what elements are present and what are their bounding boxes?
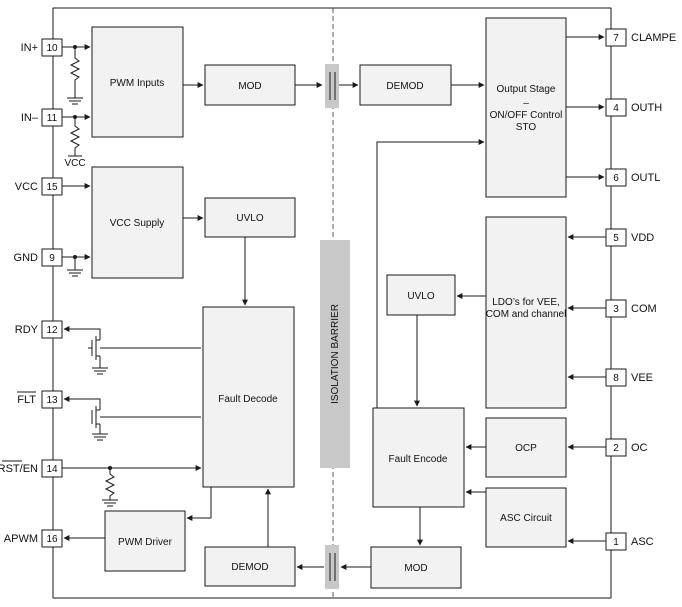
fault-encode-label: Fault Encode [389,454,448,465]
demod-top-block [359,64,452,106]
pin-apwm-label: APWM [4,533,38,545]
pin-gnd-number: 9 [49,253,55,264]
asc-circuit-block [485,487,567,548]
ldo-label-2: COM and channel [486,309,567,320]
bottom-coupler [325,545,339,589]
pin-oc-label: OC [631,442,648,454]
pin-clampe [605,28,627,47]
pin-asc-label: ASC [631,536,654,548]
mod-top-block [204,64,296,106]
pin-clampe-label: CLAMPE [631,32,676,44]
vcc-pullup-tag: VCC [64,158,85,169]
pin-vee-label: VEE [631,372,653,384]
pin-outh-number: 4 [613,103,619,114]
ocp-block [485,417,567,478]
mod-bottom-label: MOD [404,563,427,574]
pin-flt-label: FLT [17,394,36,406]
mod-top-label: MOD [238,81,261,92]
uvlo-left-label: UVLO [236,213,263,224]
output-stage-label-4: STO [516,122,537,133]
pin-outl [605,168,627,187]
output-stage-label-3: ON/OFF Control [490,110,563,121]
pin-in-minus-number: 11 [47,113,58,124]
wiring: VCC [62,34,606,570]
uvlo-right-block [386,274,456,316]
pin-apwm-number: 16 [46,534,58,545]
pin-outl-number: 6 [613,173,619,184]
output-stage-label-1: Output Stage [497,84,556,95]
pin-gnd-label: GND [14,252,39,264]
isolation-barrier [320,240,350,468]
uvlo-left-block [204,197,296,238]
pin-outh [605,98,627,117]
pin-outl-label: OUTL [631,172,660,184]
pin-in-minus-label: IN– [21,112,39,124]
pin-flt [41,390,63,409]
pin-rst-en-number: 14 [46,464,58,475]
vcc-supply-block [91,166,184,279]
pin-in-plus-label: IN+ [21,42,38,54]
pin-oc-number: 2 [613,443,619,454]
ldo-label-1: LDO’s for VEE, [492,297,560,308]
output-stage-label-2: – [523,98,529,109]
demod-top-label: DEMOD [386,81,423,92]
pwm-driver-label: PWM Driver [118,537,173,548]
pin-clampe-number: 7 [613,33,619,44]
asc-circuit-label: ASC Circuit [500,513,552,524]
pwm-inputs-block [91,26,184,138]
pin-outh-label: OUTH [631,102,662,114]
pwm-inputs-label: PWM Inputs [110,78,164,89]
top-coupler [325,64,339,108]
pin-com-label: COM [631,303,657,315]
uvlo-right-label: UVLO [407,291,434,302]
pin-in-plus-number: 10 [46,43,58,54]
pin-asc-number: 1 [613,537,619,548]
fault-decode-label: Fault Decode [218,394,278,405]
pin-rdy [41,320,63,339]
ldo-block [485,216,567,409]
pin-vdd-label: VDD [631,232,654,244]
pin-rst-en-label: RST/EN [0,463,38,475]
pin-vcc-label: VCC [15,181,38,193]
pin-vdd-number: 5 [613,233,619,244]
demod-bottom-label: DEMOD [231,562,268,573]
vcc-supply-label: VCC Supply [110,218,164,229]
pin-flt-number: 13 [46,395,58,406]
isolation-barrier-label: ISOLATION BARRIER [330,304,341,404]
pin-rdy-label: RDY [15,324,39,336]
pin-vee-number: 8 [613,373,619,384]
fault-decode-block [202,306,295,488]
ocp-label: OCP [515,443,537,454]
pin-apwm [41,529,63,548]
pin-vcc-number: 15 [46,182,58,193]
demod-bottom-block [204,546,296,587]
pwm-driver-block [104,510,186,572]
mod-bottom-block [370,546,462,589]
pin-com-number: 3 [613,304,619,315]
pin-rdy-number: 12 [46,325,58,336]
output-stage-block [485,17,567,198]
fault-encode-block [372,407,465,508]
